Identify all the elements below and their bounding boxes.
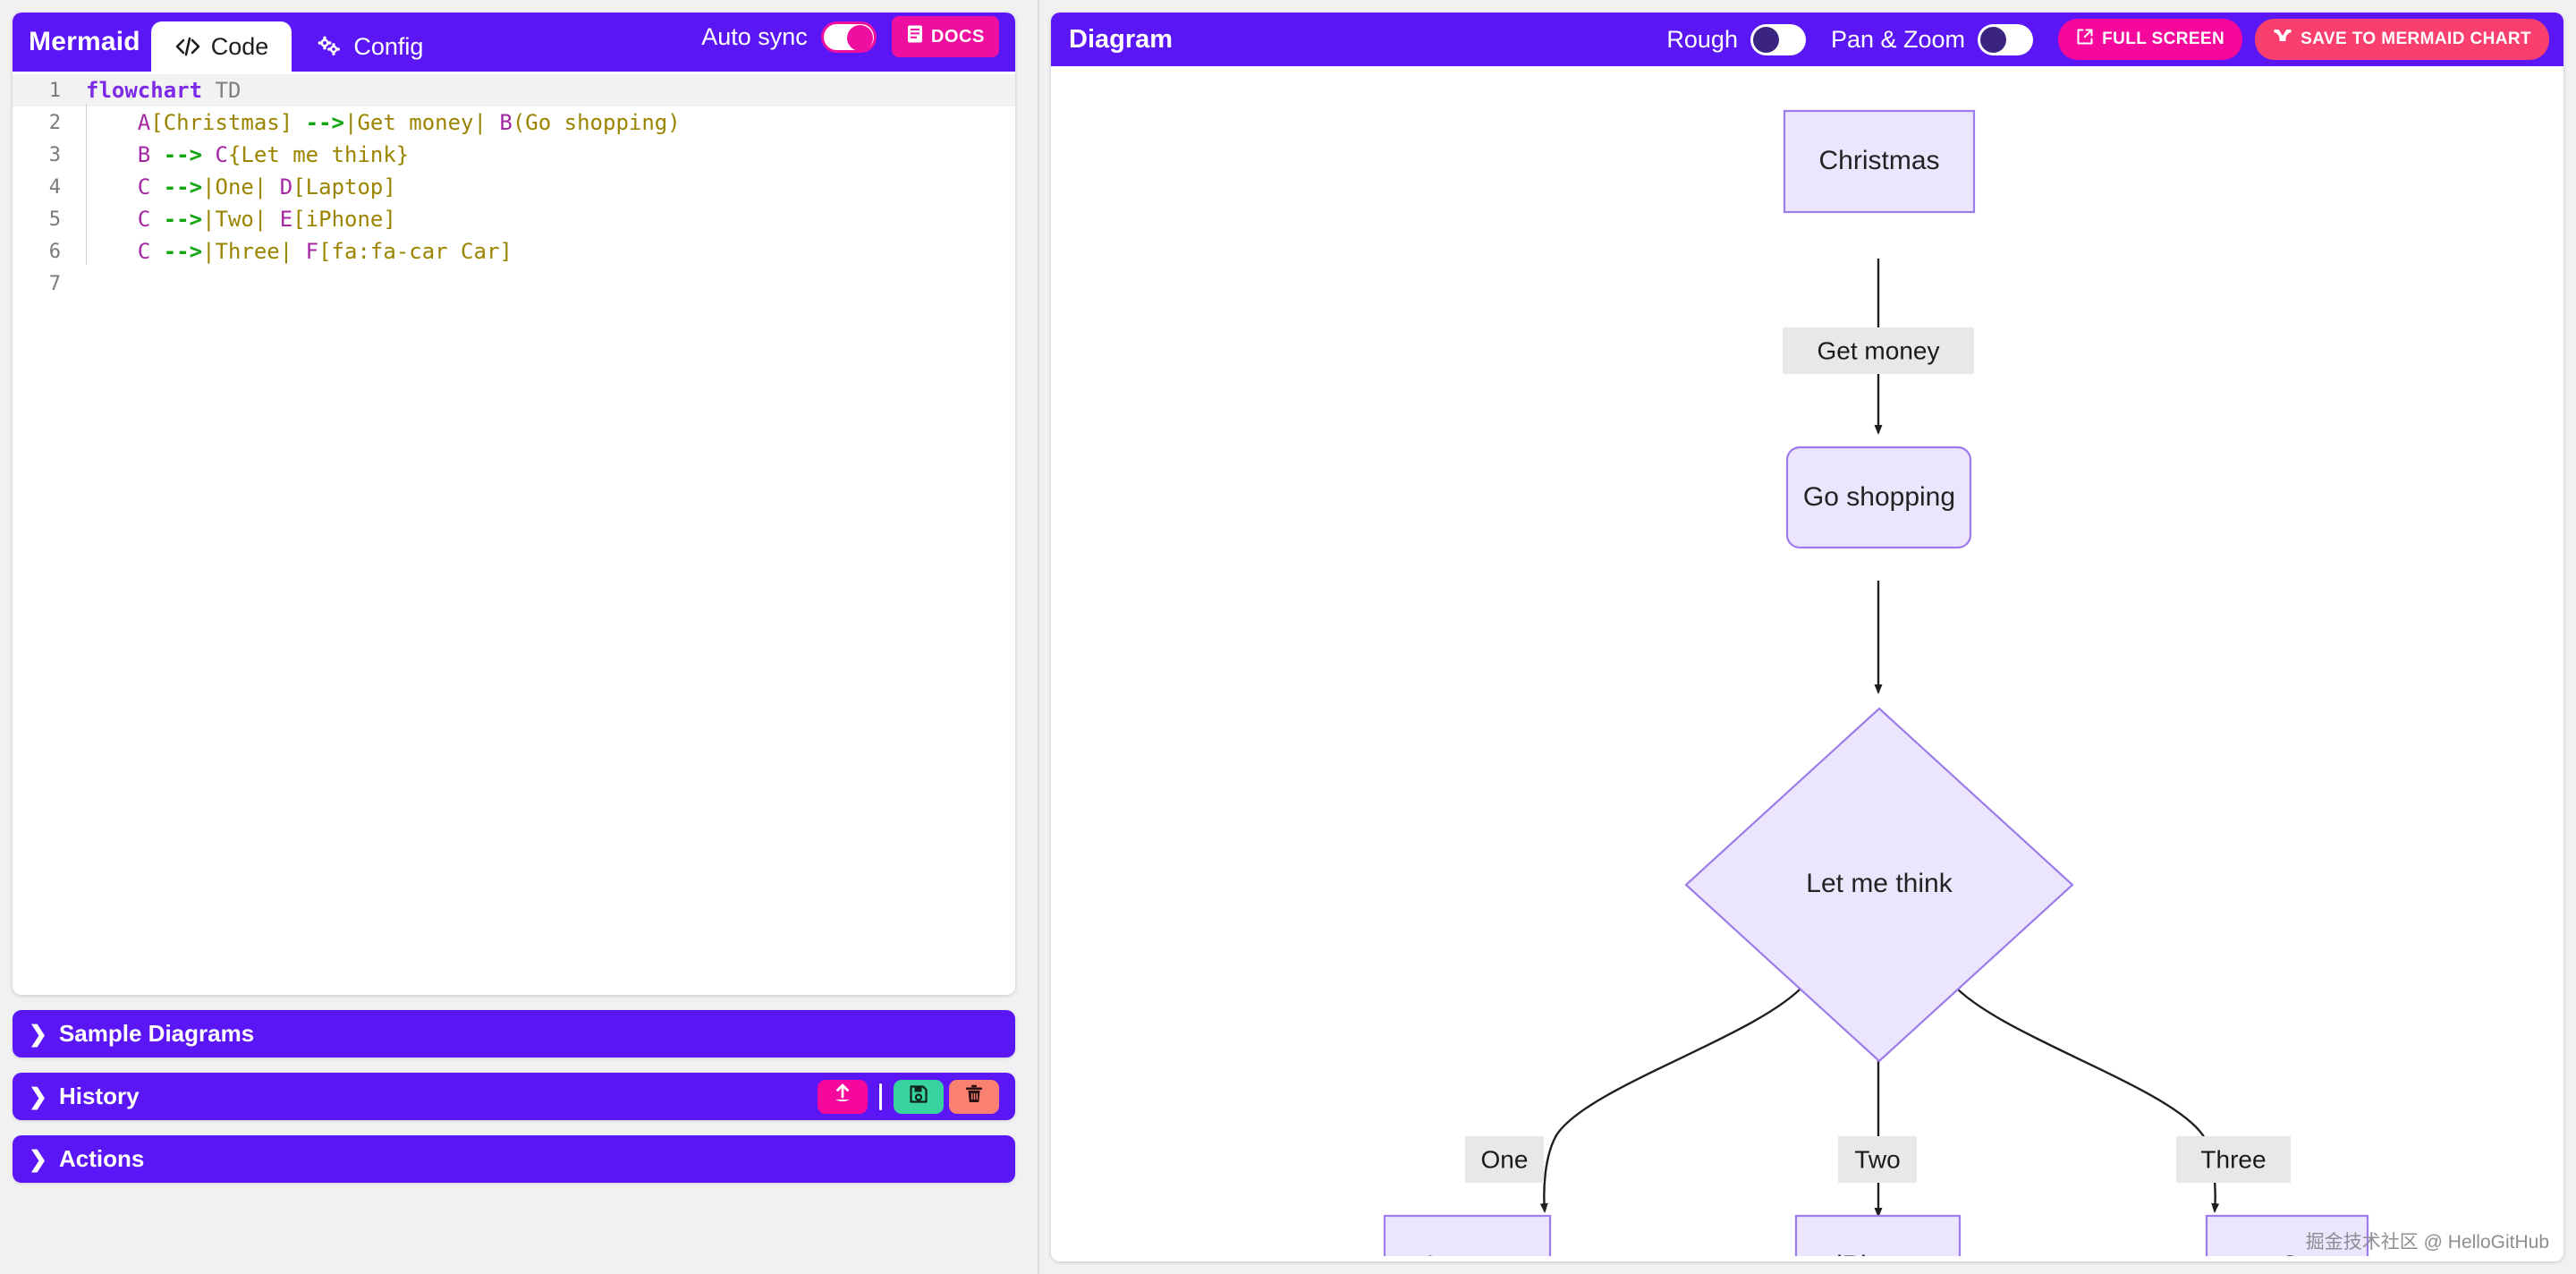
history-save-button[interactable] bbox=[894, 1079, 944, 1114]
pan-zoom-toggle[interactable] bbox=[1978, 23, 2034, 55]
line-number: 1 bbox=[48, 79, 61, 102]
diagram-panel-title: Diagram bbox=[1069, 24, 1174, 54]
code-line[interactable]: 4 C -->|One| D[Laptop] bbox=[13, 171, 1015, 203]
auto-sync-toggle[interactable] bbox=[820, 21, 877, 53]
code-line[interactable]: 2 A[Christmas] -->|Get money| B(Go shopp… bbox=[13, 106, 1015, 139]
pane-splitter[interactable] bbox=[1033, 0, 1044, 1274]
auto-sync-toggle-knob bbox=[846, 24, 873, 51]
tabbar-actions: Auto sync DOCS bbox=[701, 16, 1015, 72]
tab-code-label: Code bbox=[210, 32, 269, 60]
auto-sync-label: Auto sync bbox=[701, 22, 808, 50]
flowchart-svg: Get money One Two Three bbox=[1383, 109, 2369, 1256]
code-line[interactable]: 3 B --> C{Let me think} bbox=[13, 139, 1015, 171]
external-link-icon bbox=[2076, 28, 2094, 51]
upload-icon bbox=[831, 1083, 854, 1110]
fullscreen-button[interactable]: FULL SCREEN bbox=[2058, 19, 2243, 60]
save-to-mermaid-chart-button[interactable]: SAVE TO MERMAID CHART bbox=[2255, 19, 2549, 60]
node-car[interactable]: Car bbox=[2205, 1214, 2369, 1256]
node-label: Go shopping bbox=[1803, 482, 1955, 512]
code-brackets-icon bbox=[174, 36, 201, 57]
code-line-text: C -->|One| D[Laptop] bbox=[137, 174, 396, 200]
node-label: Car bbox=[2280, 1251, 2323, 1256]
code-line-text: C -->|Three| F[fa:fa-car Car] bbox=[137, 239, 513, 264]
line-number: 5 bbox=[48, 208, 61, 231]
node-iphone[interactable]: iPhone bbox=[1794, 1214, 1962, 1256]
editor-card: Mermaid Code bbox=[13, 13, 1015, 995]
mermaid-chart-logo-icon bbox=[2273, 28, 2292, 51]
code-line-text: flowchart TD bbox=[86, 78, 242, 103]
rough-toggle[interactable] bbox=[1750, 23, 1806, 55]
line-number: 7 bbox=[48, 272, 61, 295]
save-button-label: SAVE TO MERMAID CHART bbox=[2301, 30, 2531, 48]
accordion-sample-diagrams-label: Sample Diagrams bbox=[58, 1020, 255, 1047]
docs-button[interactable]: DOCS bbox=[891, 16, 999, 57]
node-label: iPhone bbox=[1836, 1251, 1919, 1256]
pan-zoom-toggle-knob bbox=[1980, 26, 2007, 53]
history-button-separator bbox=[879, 1083, 882, 1110]
code-line[interactable]: 1 flowchart TD bbox=[13, 74, 1015, 106]
code-line[interactable]: 7 bbox=[13, 268, 1015, 300]
chevron-right-icon: ❯ bbox=[29, 1146, 47, 1172]
fullscreen-button-label: FULL SCREEN bbox=[2102, 30, 2225, 48]
edge-C-D bbox=[1539, 983, 1806, 1213]
accordion-actions-label: Actions bbox=[58, 1145, 145, 1172]
node-let-me-think[interactable]: Let me think bbox=[1684, 707, 2074, 1063]
line-number: 3 bbox=[48, 143, 61, 166]
pan-zoom-label: Pan & Zoom bbox=[1830, 25, 1966, 53]
chevron-right-icon: ❯ bbox=[29, 1083, 47, 1109]
floppy-save-icon bbox=[908, 1083, 929, 1109]
rough-toggle-knob bbox=[1752, 26, 1779, 53]
edge-label-three: Three bbox=[2176, 1136, 2291, 1183]
line-number: 2 bbox=[48, 111, 61, 134]
edge-label-two: Two bbox=[1838, 1136, 1917, 1183]
edge-label-text: Three bbox=[2200, 1145, 2266, 1173]
editor-tabbar: Mermaid Code bbox=[13, 13, 1015, 72]
book-icon bbox=[906, 24, 924, 49]
docs-button-label: DOCS bbox=[930, 26, 985, 47]
edge-C-F bbox=[1952, 983, 2220, 1213]
watermark: 掘金技术社区 @ HelloGitHub bbox=[2305, 1232, 2549, 1253]
diagram-header: Diagram Rough Pan & Zoom bbox=[1051, 13, 2563, 66]
gears-icon bbox=[315, 35, 343, 58]
code-line-text: B --> C{Let me think} bbox=[137, 142, 410, 167]
tab-config[interactable]: Config bbox=[292, 21, 446, 72]
node-label: Let me think bbox=[1806, 869, 1953, 898]
edge-label-text: One bbox=[1481, 1145, 1529, 1173]
accordion-actions[interactable]: ❯ Actions bbox=[13, 1135, 1015, 1183]
node-go-shopping[interactable]: Go shopping bbox=[1785, 446, 1972, 549]
edge-label-one: One bbox=[1465, 1136, 1544, 1183]
tab-config-label: Config bbox=[353, 32, 424, 60]
node-label: Christmas bbox=[1818, 146, 1939, 175]
editor-pane: Mermaid Code bbox=[0, 0, 1033, 1274]
code-line[interactable]: 5 C -->|Two| E[iPhone] bbox=[13, 203, 1015, 235]
edge-label-text: Get money bbox=[1818, 336, 1940, 364]
line-number: 6 bbox=[48, 240, 61, 263]
accordion-history-label: History bbox=[58, 1083, 140, 1109]
history-upload-button[interactable] bbox=[818, 1079, 868, 1114]
node-laptop[interactable]: Laptop bbox=[1383, 1214, 1552, 1256]
code-line[interactable]: 6 C -->|Three| F[fa:fa-car Car] bbox=[13, 235, 1015, 268]
chevron-right-icon: ❯ bbox=[29, 1021, 47, 1047]
history-buttons bbox=[818, 1079, 999, 1114]
line-number: 4 bbox=[48, 175, 61, 199]
node-christmas[interactable]: Christmas bbox=[1783, 109, 1976, 214]
brand-title: Mermaid bbox=[29, 27, 140, 56]
diagram-canvas[interactable]: Get money One Two Three bbox=[1051, 66, 2563, 1261]
trash-icon bbox=[963, 1083, 985, 1109]
diagram-pane: Diagram Rough Pan & Zoom bbox=[1044, 0, 2576, 1274]
edge-label-get-money: Get money bbox=[1783, 327, 1974, 374]
tab-code[interactable]: Code bbox=[150, 21, 292, 72]
code-line-text: A[Christmas] -->|Get money| B(Go shoppin… bbox=[137, 110, 681, 135]
code-line-text: C -->|Two| E[iPhone] bbox=[137, 207, 396, 232]
diagram-card: Diagram Rough Pan & Zoom bbox=[1051, 13, 2563, 1261]
edge-label-text: Two bbox=[1854, 1145, 1900, 1173]
accordion-history[interactable]: ❯ History bbox=[13, 1073, 1015, 1120]
code-editor[interactable]: 1 flowchart TD 2 A[Christmas] -->|Get mone… bbox=[13, 72, 1015, 995]
accordion-sample-diagrams[interactable]: ❯ Sample Diagrams bbox=[13, 1010, 1015, 1057]
node-label: Laptop bbox=[1427, 1251, 1509, 1256]
indent-guide bbox=[86, 104, 87, 265]
history-delete-button[interactable] bbox=[949, 1079, 999, 1114]
rough-label: Rough bbox=[1666, 25, 1738, 53]
